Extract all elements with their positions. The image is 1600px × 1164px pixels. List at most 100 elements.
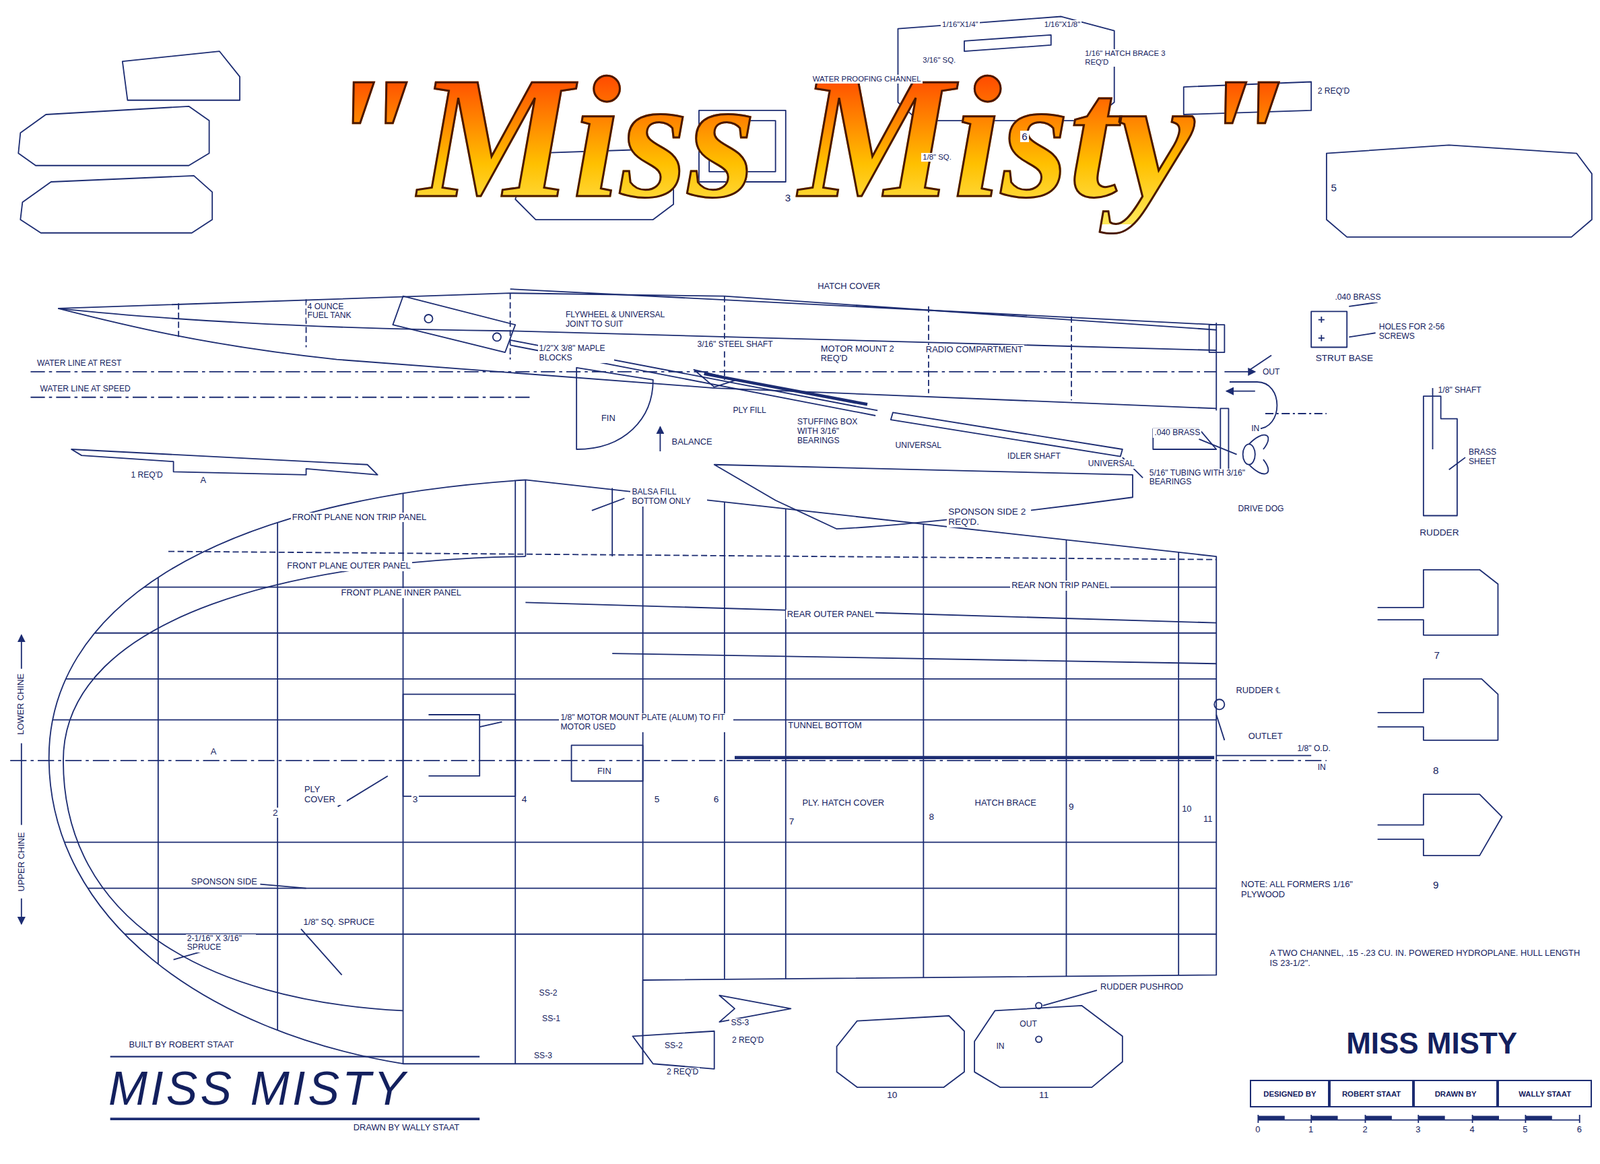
plan-label: 1 REQ'D (129, 470, 164, 481)
plan-label: UPPER CHINE (16, 830, 27, 893)
plan-label: TUNNEL BOTTOM (786, 720, 863, 731)
plan-label: SPONSON SIDE 2 REQ'D. (946, 506, 1031, 528)
plan-label: REAR OUTER PANEL (785, 609, 876, 620)
plan-label: 1 (1307, 1124, 1315, 1135)
plan-label: OUT (1018, 1019, 1039, 1029)
title-block-cell: DESIGNED BY (1249, 1079, 1330, 1108)
plan-label: SS-1 (540, 1014, 562, 1024)
plan-label: IN (994, 1041, 1006, 1052)
plan-label: FLYWHEEL & UNIVERSAL JOINT TO SUIT (564, 310, 682, 330)
plan-label: DRIVE DOG (1237, 504, 1286, 514)
plan-label: 3/16" SQ. (921, 55, 957, 65)
plan-label: WATER LINE AT SPEED (39, 384, 132, 394)
plan-label: IN (1249, 424, 1261, 434)
plan-label: BUILT BY ROBERT STAAT (127, 1039, 236, 1050)
plan-label: .040 BRASS (1152, 428, 1202, 438)
plan-label: 1/16" HATCH BRACE 3 REQ'D (1083, 49, 1170, 67)
plan-label: 1/8" SHAFT (1437, 385, 1483, 396)
plan-label: LOWER CHINE (16, 672, 27, 737)
plan-label: SS-2 (538, 988, 559, 998)
plan-label: BALSA FILL BOTTOM ONLY (630, 487, 707, 507)
plan-label: PLY FILL (731, 406, 768, 416)
plan-title: "Miss Misty" (81, 51, 1531, 225)
plan-label: 9 (1431, 878, 1440, 891)
plan-label: 2 REQ'D (730, 1035, 765, 1046)
title-block-text: DESIGNED BY (1263, 1089, 1316, 1098)
plan-label: 2 REQ'D (665, 1067, 700, 1077)
plan-label: BALANCE (670, 437, 714, 448)
plan-label: 4 (1468, 1124, 1477, 1135)
plan-label: .040 BRASS (1334, 292, 1383, 303)
plan-label: NOTE: ALL FORMERS 1/16" PLYWOOD (1239, 879, 1396, 900)
plan-label: REAR NON TRIP PANEL (1010, 580, 1111, 591)
plan-label: PLY COVER (303, 784, 347, 805)
plan-label: 2-1/16" X 3/16" SPRUCE (185, 934, 256, 953)
plan-label: FRONT PLANE NON TRIP PANEL (290, 512, 428, 523)
plan-label: 8 (1431, 764, 1440, 776)
plan-label: 8 (927, 811, 936, 823)
title-block-cell: DRAWN BY (1413, 1079, 1499, 1108)
plan-label: RUDDER (1418, 527, 1460, 539)
plan-label: RUDDER PUSHROD (1098, 981, 1185, 992)
plan-name: MISS MISTY (107, 1061, 410, 1116)
title-block-cell: WALLY STAAT (1497, 1079, 1592, 1108)
plan-label: IN (1316, 762, 1328, 773)
plan-label: 6 (1575, 1124, 1584, 1135)
plan-label: SS-3 (532, 1051, 554, 1061)
plan-label: IDLER SHAFT (1006, 451, 1062, 462)
plan-label: DRAWN BY WALLY STAAT (352, 1122, 461, 1133)
plan-label: 5 (1521, 1124, 1529, 1135)
plan-label: 3 (1414, 1124, 1422, 1135)
plan-label: 1/8" SQ. (921, 152, 953, 162)
plan-label: WATER LINE AT REST (35, 358, 123, 369)
plan-label: OUTLET (1247, 731, 1285, 742)
plan-label: 0 (1253, 1124, 1262, 1135)
plan-label: 4 OUNCE FUEL TANK (306, 302, 363, 322)
plan-label: 11 (1037, 1089, 1050, 1101)
plan-label: 5 (1329, 181, 1338, 194)
plan-label: 3 (411, 793, 420, 805)
plan-label: 1/2"X 3/8" MAPLE BLOCKS (538, 344, 615, 363)
plan-label: 9 (1067, 801, 1076, 813)
plan-label: 7 (1432, 649, 1441, 661)
plan-label: 6 (712, 793, 721, 805)
plan-label: BRASS SHEET (1467, 447, 1514, 467)
plan-label: 10 (885, 1089, 899, 1101)
plan-label: 1/16"X1/8" (1043, 20, 1083, 29)
plan-label: SS-2 (663, 1041, 685, 1051)
title-block-text: ROBERT STAAT (1342, 1089, 1401, 1098)
plan-label: HOLES FOR 2-56 SCREWS (1377, 322, 1464, 342)
plan-label: 2 REQ'D (1316, 86, 1351, 97)
plan-label: UNIVERSAL (893, 441, 943, 451)
plan-label: STUFFING BOX WITH 3/16" BEARINGS (795, 417, 873, 446)
plan-label: 1/8" SQ. SPRUCE (302, 917, 376, 928)
plan-label: 5 (653, 793, 662, 805)
title-block-text: WALLY STAAT (1518, 1089, 1572, 1098)
plan-label: 3/16" STEEL SHAFT (695, 340, 774, 350)
plan-label: 7 (787, 816, 796, 827)
plan-label: 11 (1202, 814, 1214, 825)
plan-label: 1/16"X1/4" (940, 20, 980, 29)
plan-label: FRONT PLANE OUTER PANEL (285, 560, 412, 572)
plan-label: 4 (520, 793, 529, 805)
plan-name: MISS MISTY (1344, 1026, 1519, 1061)
plan-label: A (209, 746, 219, 757)
plan-label: PLY. HATCH COVER (801, 797, 887, 809)
plan-label: SS-3 (729, 1018, 751, 1028)
plan-label: 2 (271, 807, 280, 819)
plan-label: STRUT BASE (1314, 352, 1375, 364)
plan-label: FRONT PLANE INNER PANEL (340, 587, 463, 598)
plan-label: 6 (1020, 130, 1029, 143)
plan-label: HATCH BRACE (973, 797, 1038, 809)
plan-label: 2 (1360, 1124, 1369, 1135)
plan-label: FIN (600, 413, 617, 424)
plan-label: HATCH COVER (816, 281, 882, 292)
plan-label: OUT (1261, 367, 1282, 378)
plan-label: 1/8" O.D. (1295, 744, 1332, 754)
plan-label: WATER PROOFING CHANNEL (811, 74, 923, 84)
plan-label: SPONSON SIDE (189, 876, 259, 887)
plan-label: 10 (1180, 804, 1193, 815)
plan-label: MOTOR MOUNT 2 REQ'D (819, 344, 902, 365)
plan-label: 3 (783, 191, 792, 204)
plan-label: RUDDER ℄ (1235, 685, 1283, 696)
